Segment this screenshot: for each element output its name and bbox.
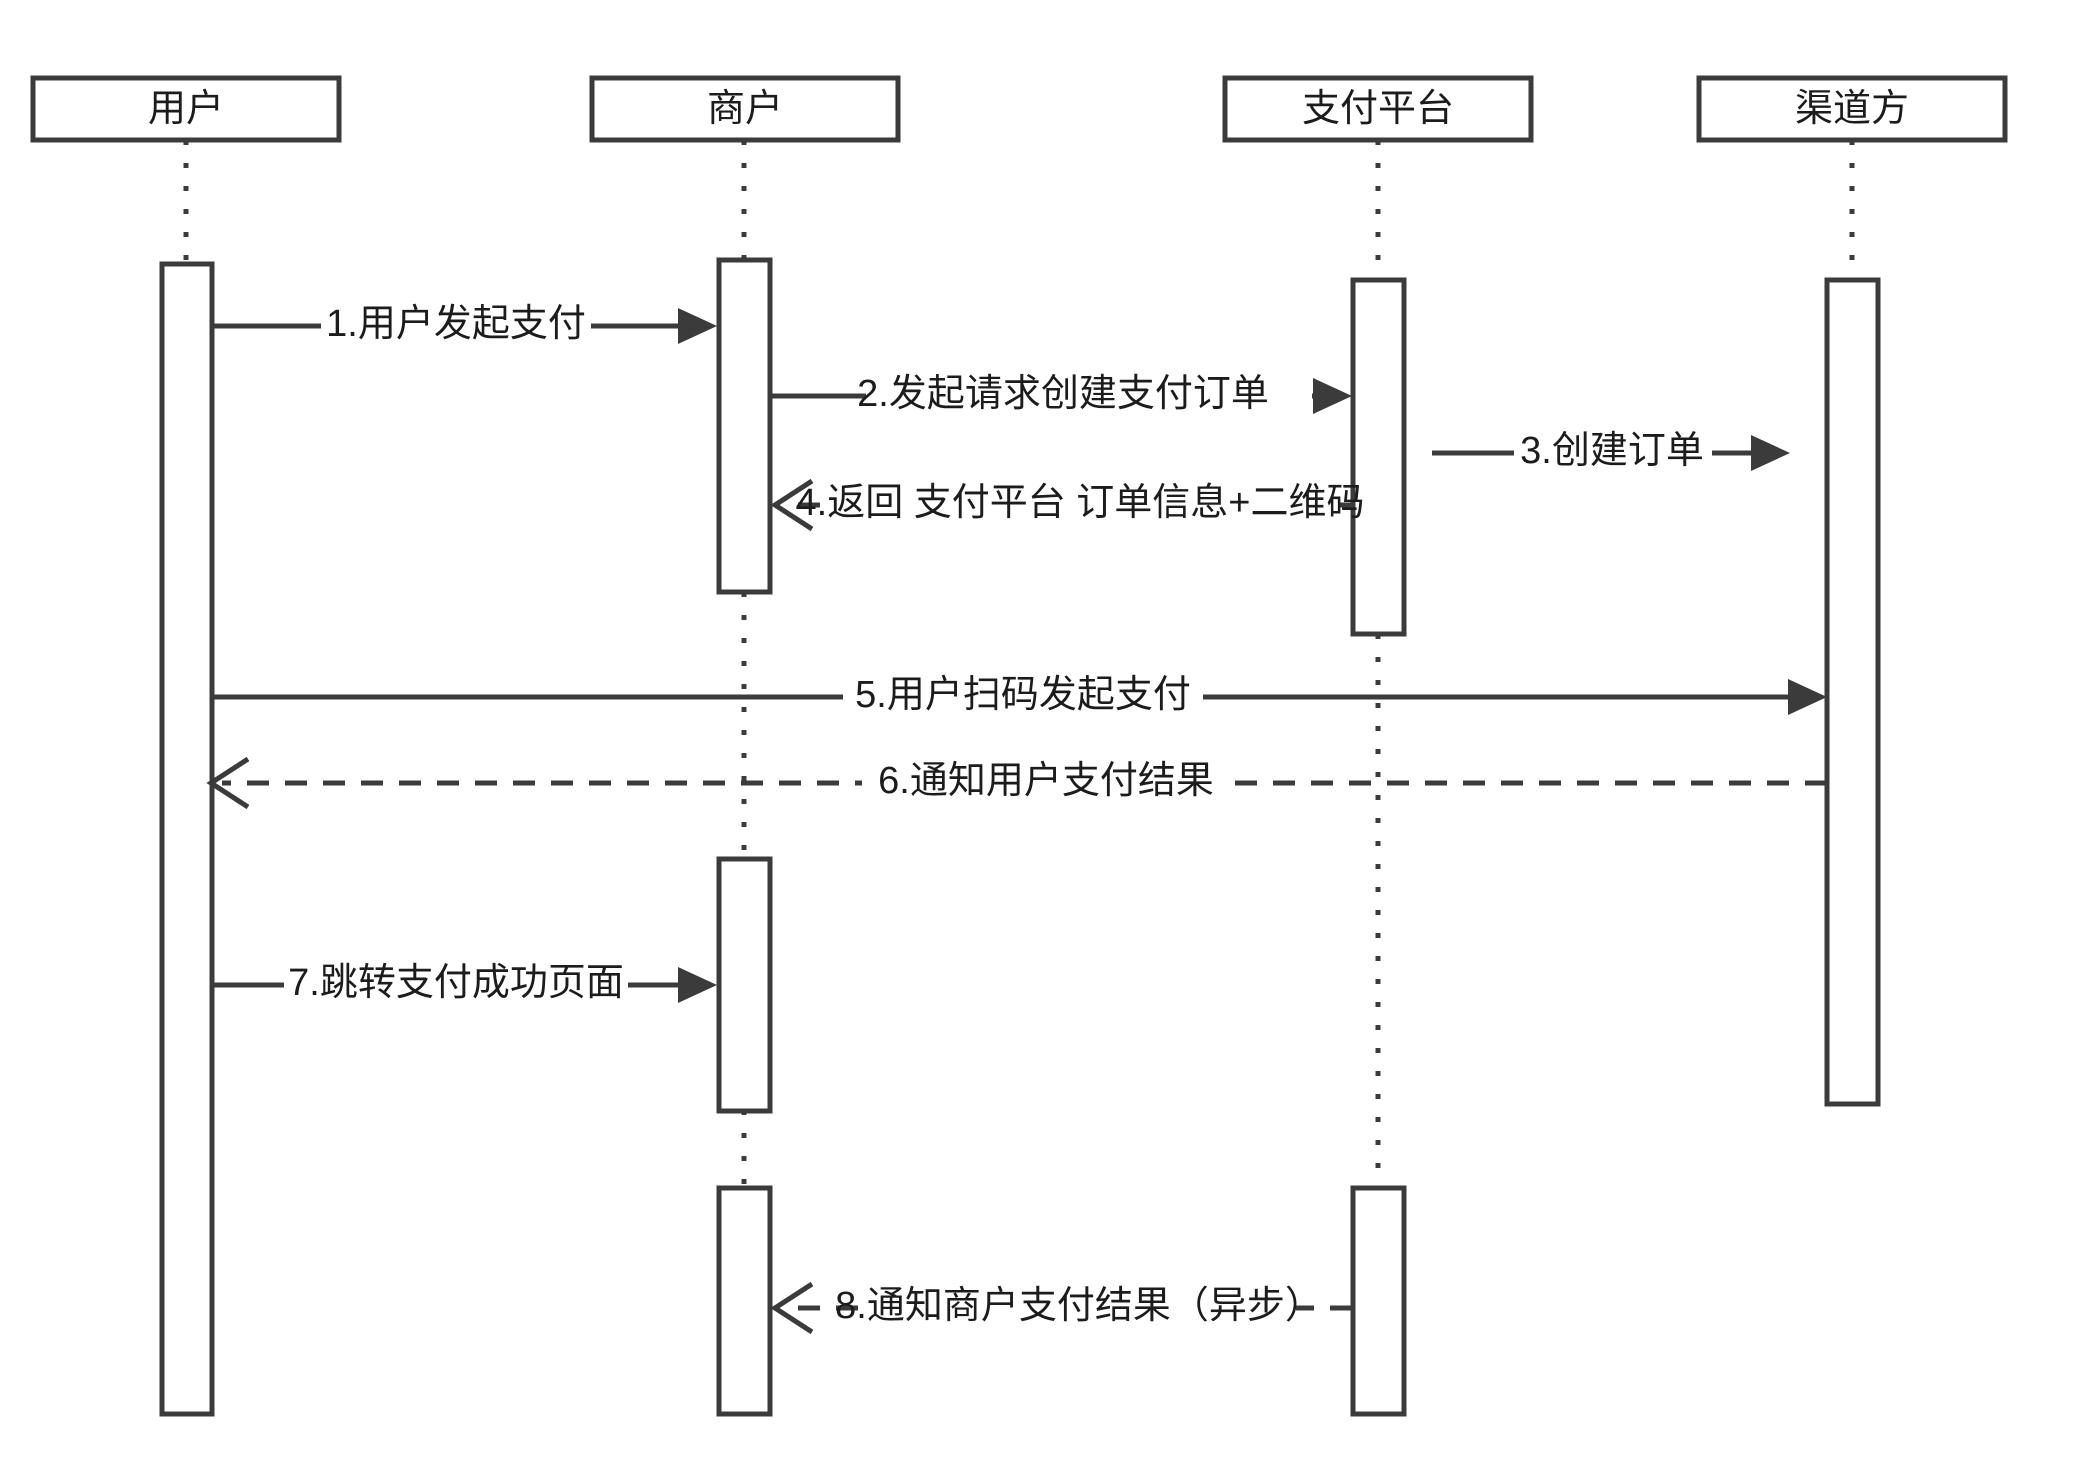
message-2-arrowhead (1313, 378, 1352, 414)
message-7[interactable]: 7.跳转支付成功页面 (214, 962, 717, 1007)
activation-bars (159, 257, 1881, 1417)
message-7-label: 7.跳转支付成功页面 (288, 962, 624, 1004)
message-8-label-backing (862, 1286, 1296, 1330)
participant-merchant-box (589, 75, 901, 143)
message-6[interactable]: 6.通知用户支付结果 (206, 756, 1827, 810)
lifeline-dashes (183, 140, 1855, 1190)
message-4[interactable]: 4.返回 支付平台 订单信息+二维码 (770, 478, 1365, 532)
activation-platform-1 (1350, 277, 1407, 637)
activation-merchant-1 (716, 257, 773, 595)
participant-channel-label: 渠道方 (1795, 88, 1909, 130)
message-6-label-backing (862, 761, 1230, 805)
message-8-label: 8.通知商户支付结果（异步） (835, 1285, 1323, 1327)
participant-channel[interactable]: 渠道方 (1696, 75, 2008, 143)
message-6-arrowhead (206, 756, 250, 810)
participant-headers: 用户 商户 支付平台 渠道方 (30, 75, 2008, 143)
message-2-label: 2.发起请求创建支付订单 (857, 373, 1269, 415)
message-3-label: 3.创建订单 (1520, 430, 1704, 472)
message-1-label-backing (321, 304, 591, 348)
message-4-arrowhead (770, 478, 814, 532)
message-8-arrowhead (770, 1281, 814, 1335)
message-4-label-backing (822, 483, 1338, 527)
message-2[interactable]: 2.发起请求创建支付订单 (772, 373, 1352, 418)
message-3-label-backing (1514, 431, 1712, 475)
message-5-arrowhead (1788, 679, 1827, 715)
activation-merchant-3 (716, 1185, 773, 1417)
message-1[interactable]: 1.用户发起支付 (214, 303, 717, 348)
message-8[interactable]: 8.通知商户支付结果（异步） (770, 1281, 1352, 1335)
message-1-label: 1.用户发起支付 (326, 303, 586, 345)
participant-user-label: 用户 (148, 88, 224, 130)
participant-merchant-label: 商户 (707, 88, 783, 130)
message-5-label: 5.用户扫码发起支付 (855, 674, 1191, 716)
activation-user (159, 261, 215, 1417)
message-1-arrowhead (678, 308, 717, 344)
message-3-arrowhead (1751, 435, 1790, 471)
activation-channel-1 (1824, 277, 1881, 1107)
message-6-label: 6.通知用户支付结果 (878, 760, 1214, 802)
message-7-arrowhead (678, 967, 717, 1003)
participant-merchant[interactable]: 商户 (589, 75, 901, 143)
participant-user[interactable]: 用户 (30, 75, 342, 143)
activation-merchant-2 (716, 856, 773, 1114)
message-4-label: 4.返回 支付平台 订单信息+二维码 (796, 482, 1365, 524)
participant-pay-platform[interactable]: 支付平台 (1222, 75, 1534, 143)
message-5-label-backing (843, 675, 1203, 719)
participant-channel-box (1696, 75, 2008, 143)
activation-platform-2 (1350, 1185, 1407, 1417)
message-2-label-backing (866, 374, 1312, 418)
message-3[interactable]: 3.创建订单 (1432, 430, 1790, 475)
message-5[interactable]: 5.用户扫码发起支付 (214, 674, 1827, 719)
message-7-label-backing (284, 963, 628, 1007)
participant-user-box (30, 75, 342, 143)
participant-pay-platform-box (1222, 75, 1534, 143)
participant-pay-platform-label: 支付平台 (1302, 88, 1454, 130)
